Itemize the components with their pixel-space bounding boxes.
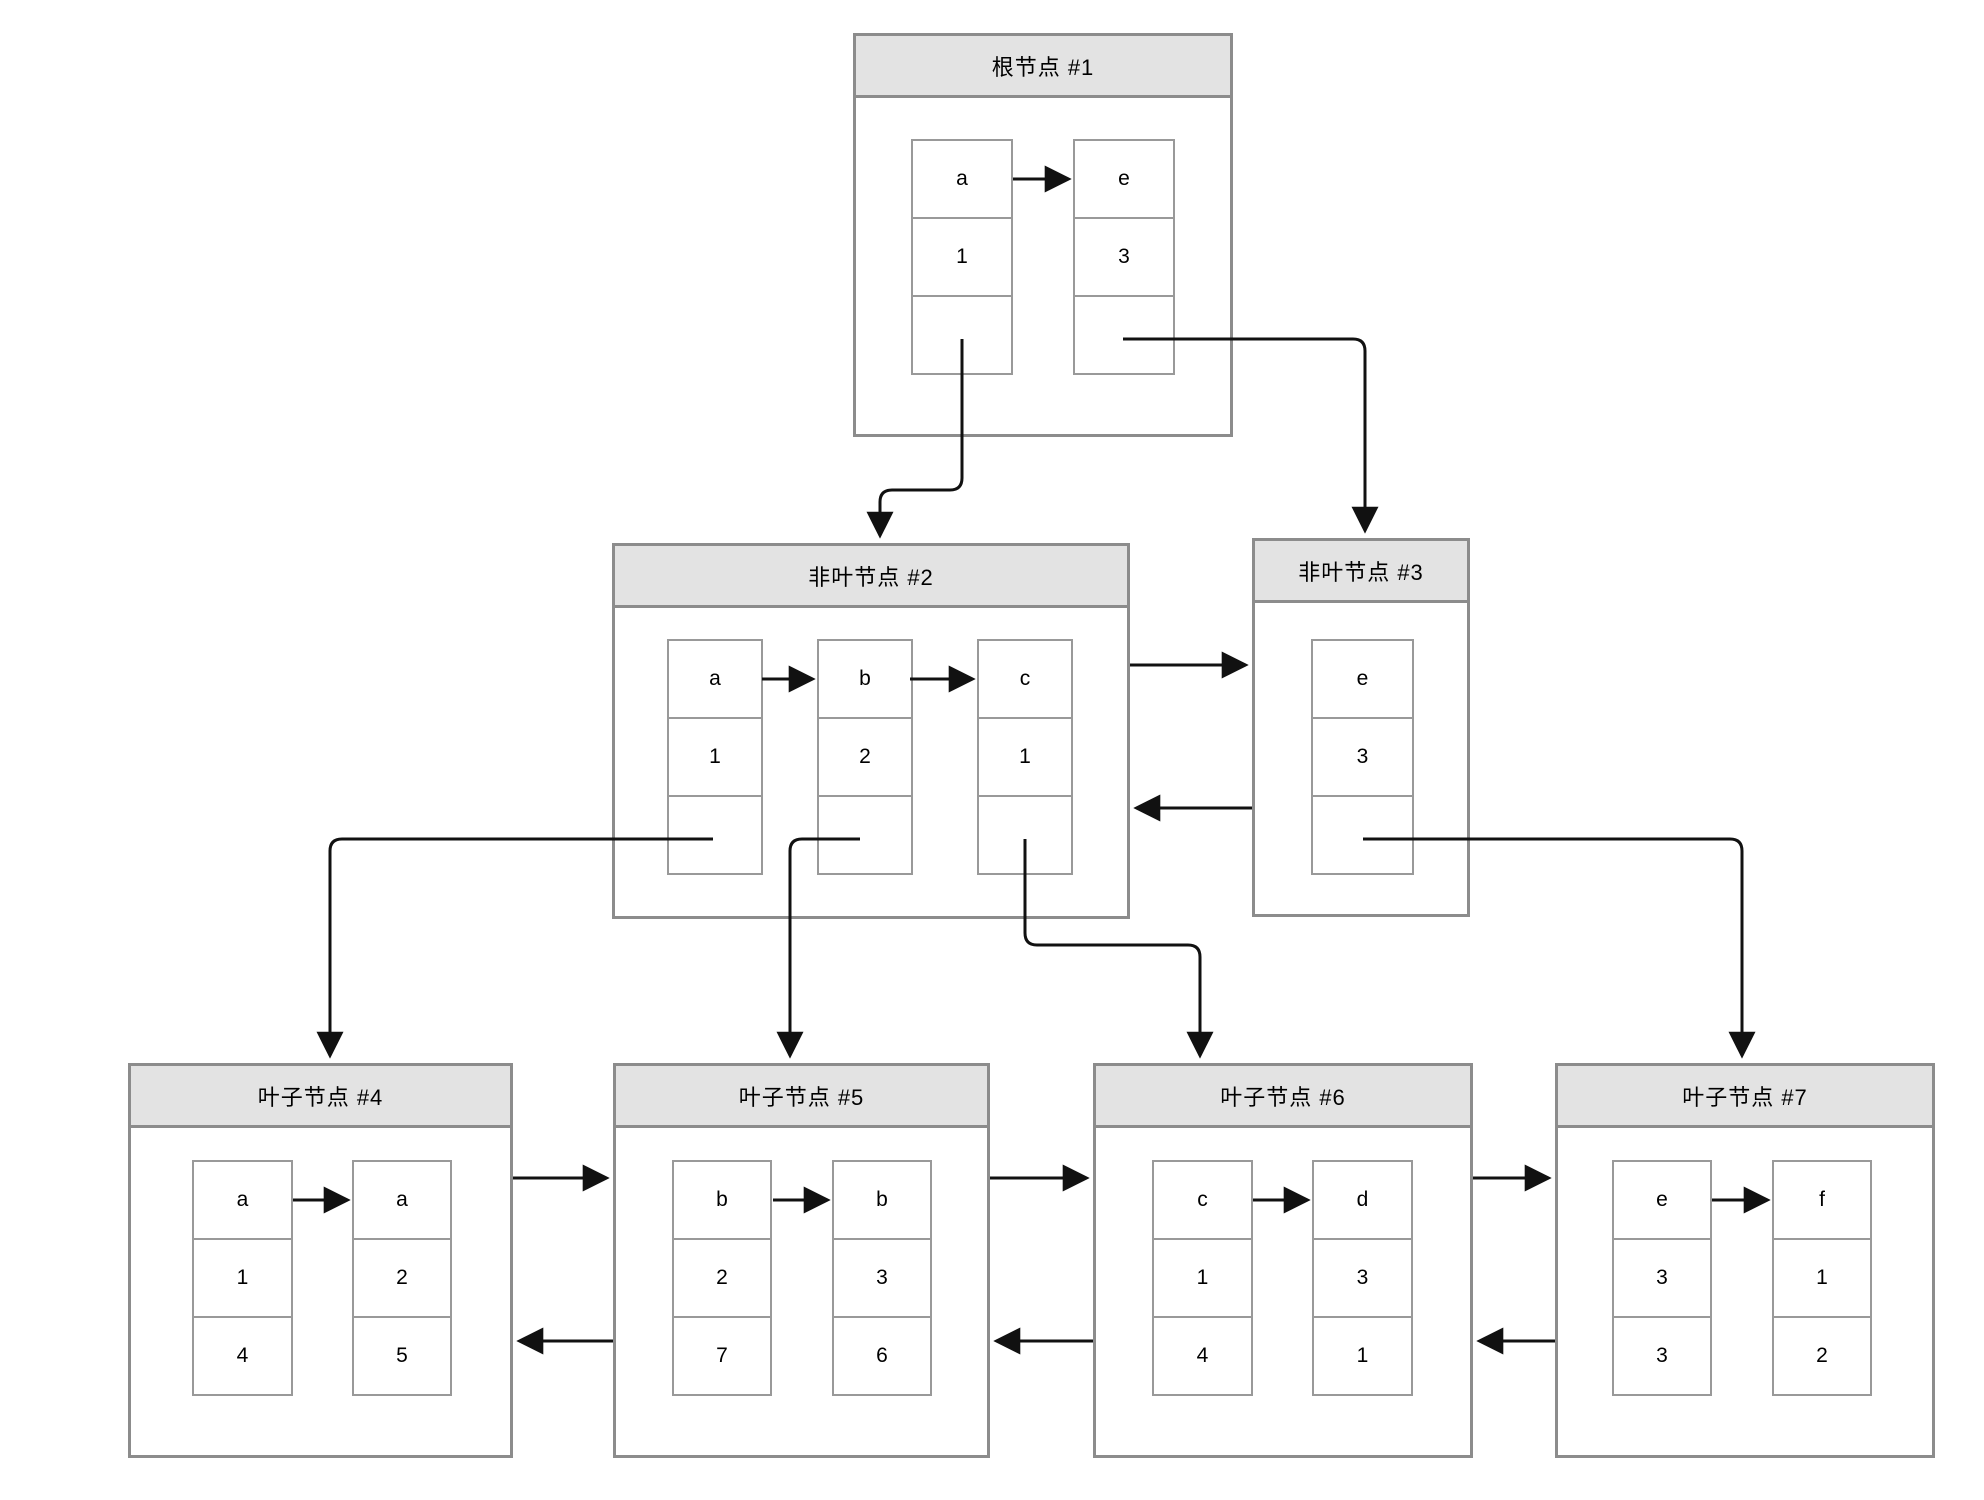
record-value: 3 — [1073, 217, 1175, 297]
node-title: 根节点 #1 — [856, 36, 1230, 98]
record-key: b — [672, 1160, 772, 1240]
record-key: e — [1073, 139, 1175, 219]
record-key: f — [1772, 1160, 1872, 1240]
record-value: 4 — [192, 1316, 293, 1396]
node-root-1: 根节点 #1 a 1 e 3 — [853, 33, 1233, 437]
node-internal-2: 非叶节点 #2 a 1 b 2 c 1 — [612, 543, 1130, 919]
record-value: 5 — [352, 1316, 452, 1396]
record-value: 3 — [1312, 1238, 1413, 1318]
node-internal-3: 非叶节点 #3 e 3 — [1252, 538, 1470, 917]
record-cell: c 1 4 — [1152, 1160, 1253, 1396]
record-value: 2 — [817, 717, 913, 797]
record-pointer — [977, 795, 1073, 875]
record-value: 1 — [192, 1238, 293, 1318]
record-cell: f 1 2 — [1772, 1160, 1872, 1396]
record-key: c — [977, 639, 1073, 719]
record-key: e — [1612, 1160, 1712, 1240]
record-pointer — [1311, 795, 1414, 875]
node-title: 非叶节点 #3 — [1255, 541, 1467, 603]
record-value: 1 — [1772, 1238, 1872, 1318]
record-cell: e 3 — [1073, 139, 1175, 375]
record-key: b — [817, 639, 913, 719]
record-value: 4 — [1152, 1316, 1253, 1396]
node-leaf-6: 叶子节点 #6 c 1 4 d 3 1 — [1093, 1063, 1473, 1458]
record-cell: b 2 — [817, 639, 913, 875]
record-cell: e 3 3 — [1612, 1160, 1712, 1396]
record-cell: a 1 — [911, 139, 1013, 375]
record-key: d — [1312, 1160, 1413, 1240]
record-cell: d 3 1 — [1312, 1160, 1413, 1396]
record-value: 3 — [1612, 1238, 1712, 1318]
record-cell: b 2 7 — [672, 1160, 772, 1396]
node-title: 叶子节点 #7 — [1558, 1066, 1932, 1128]
record-value: 7 — [672, 1316, 772, 1396]
node-title: 非叶节点 #2 — [615, 546, 1127, 608]
record-key: a — [911, 139, 1013, 219]
record-key: b — [832, 1160, 932, 1240]
record-cell: e 3 — [1311, 639, 1414, 875]
record-pointer — [817, 795, 913, 875]
record-value: 3 — [1311, 717, 1414, 797]
record-key: a — [667, 639, 763, 719]
node-leaf-4: 叶子节点 #4 a 1 4 a 2 5 — [128, 1063, 513, 1458]
record-key: c — [1152, 1160, 1253, 1240]
record-value: 2 — [1772, 1316, 1872, 1396]
record-value: 1 — [1312, 1316, 1413, 1396]
record-key: a — [352, 1160, 452, 1240]
record-value: 1 — [667, 717, 763, 797]
record-cell: c 1 — [977, 639, 1073, 875]
record-key: a — [192, 1160, 293, 1240]
record-value: 1 — [911, 217, 1013, 297]
record-key: e — [1311, 639, 1414, 719]
node-title: 叶子节点 #5 — [616, 1066, 987, 1128]
record-pointer — [667, 795, 763, 875]
record-cell: a 2 5 — [352, 1160, 452, 1396]
record-value: 1 — [977, 717, 1073, 797]
record-value: 2 — [352, 1238, 452, 1318]
record-value: 1 — [1152, 1238, 1253, 1318]
node-title: 叶子节点 #4 — [131, 1066, 510, 1128]
record-value: 3 — [832, 1238, 932, 1318]
record-cell: a 1 4 — [192, 1160, 293, 1396]
record-value: 3 — [1612, 1316, 1712, 1396]
record-pointer — [911, 295, 1013, 375]
record-cell: b 3 6 — [832, 1160, 932, 1396]
record-value: 6 — [832, 1316, 932, 1396]
record-value: 2 — [672, 1238, 772, 1318]
node-leaf-7: 叶子节点 #7 e 3 3 f 1 2 — [1555, 1063, 1935, 1458]
node-leaf-5: 叶子节点 #5 b 2 7 b 3 6 — [613, 1063, 990, 1458]
node-title: 叶子节点 #6 — [1096, 1066, 1470, 1128]
record-pointer — [1073, 295, 1175, 375]
record-cell: a 1 — [667, 639, 763, 875]
